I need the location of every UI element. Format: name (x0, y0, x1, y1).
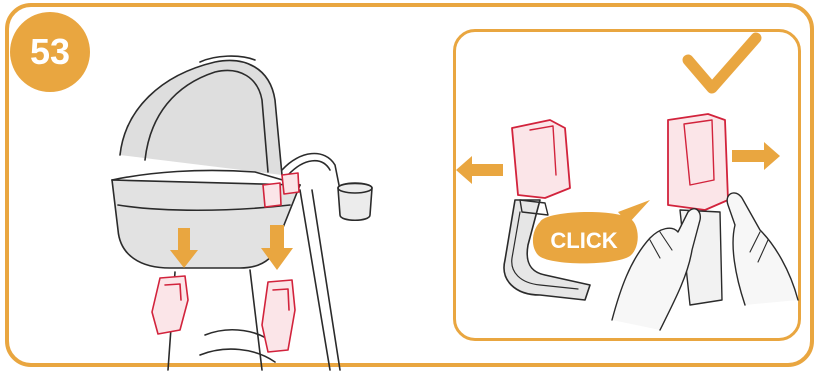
detached-adapter-clip (512, 120, 570, 198)
right-hand (727, 193, 798, 305)
click-label: CLICK (550, 228, 617, 253)
arrow-right-icon (732, 142, 780, 170)
checkmark-icon (688, 38, 756, 88)
attached-adapter-clip (668, 114, 728, 210)
arrow-left-icon (456, 156, 503, 184)
